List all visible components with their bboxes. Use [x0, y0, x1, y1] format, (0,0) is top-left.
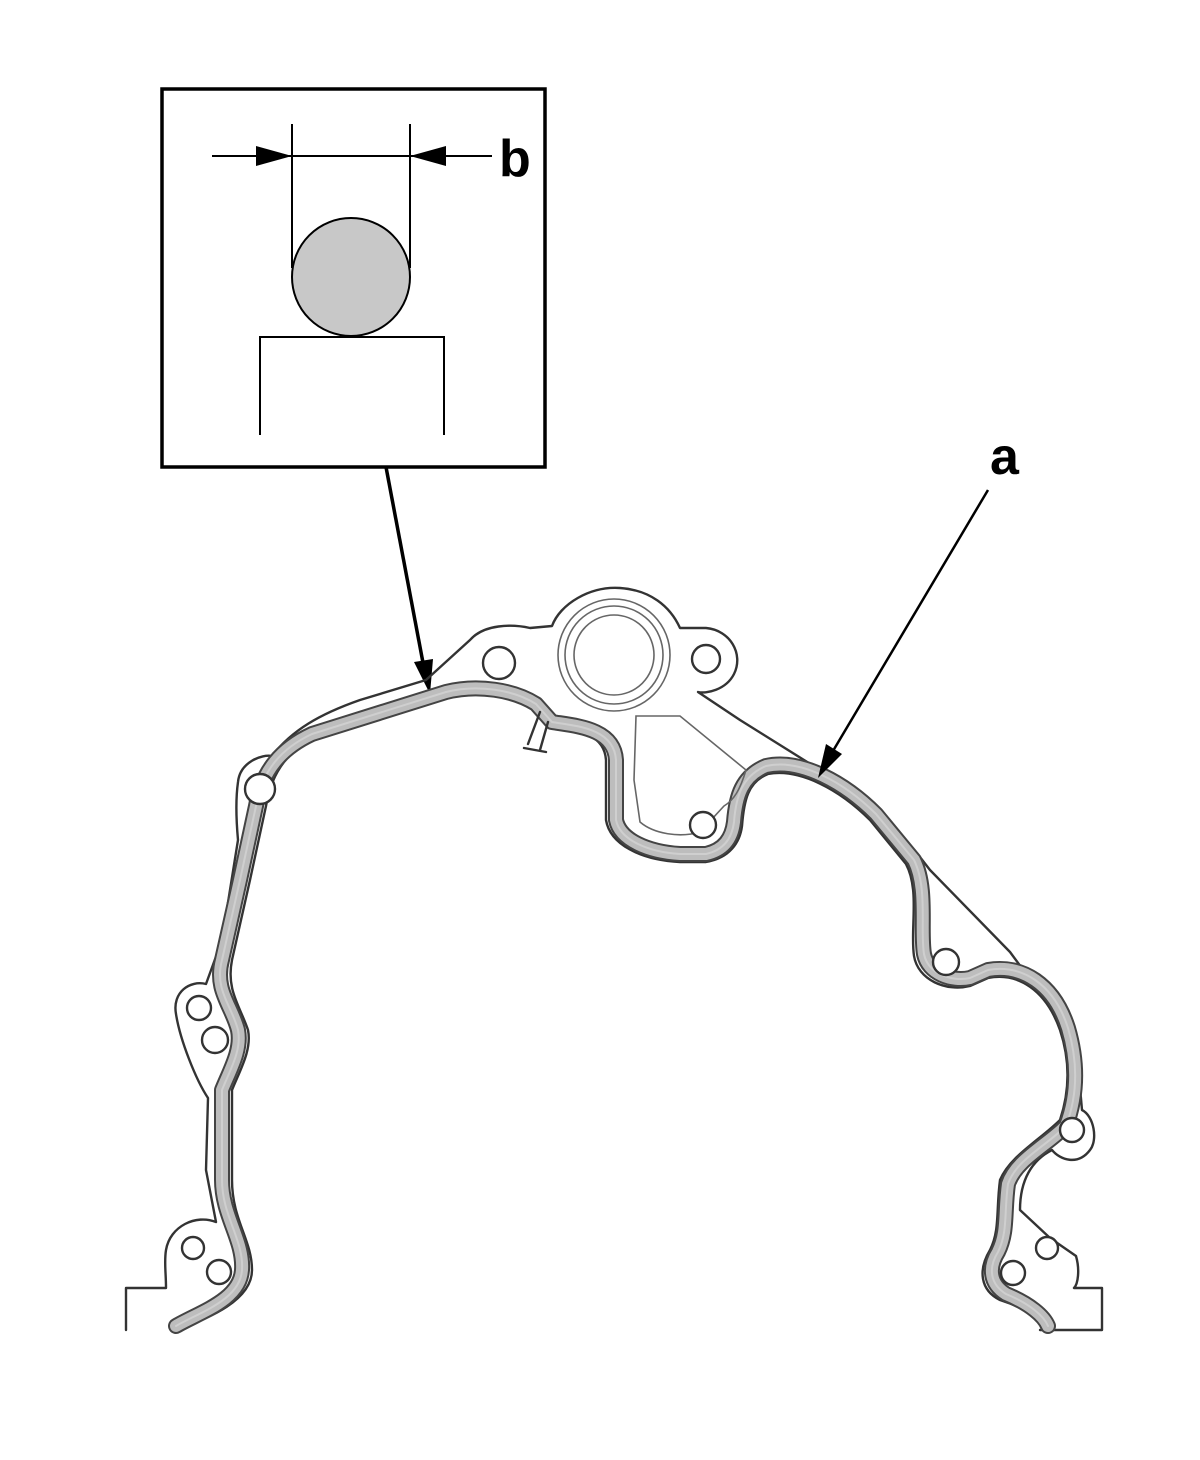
bolt-hole — [1034, 1235, 1060, 1261]
bolt-hole — [185, 994, 213, 1022]
pump-boss — [557, 598, 747, 836]
inset-leader — [384, 466, 433, 694]
sealant-bead — [170, 682, 1082, 1332]
dimension-b — [212, 146, 492, 166]
bead-stub — [522, 710, 550, 754]
bolt-hole — [200, 1025, 230, 1055]
label-b: b — [499, 130, 531, 188]
dimension-arrowhead-left — [256, 146, 292, 166]
bolt-hole — [690, 643, 722, 675]
bolt-hole — [243, 772, 277, 806]
callout-a: a — [818, 428, 1020, 778]
gasket-outline — [124, 586, 1104, 1332]
dimension-arrowhead-right — [410, 146, 446, 166]
flange-profile — [259, 336, 445, 435]
bolt-hole — [205, 1258, 233, 1286]
bead-cross-section — [291, 217, 411, 337]
inset-leader-arrowhead — [414, 659, 433, 694]
callout-a-arrowhead — [818, 744, 842, 778]
sealant-bead-center — [175, 687, 1077, 1327]
bolt-hole — [688, 810, 718, 840]
bolt-hole — [931, 947, 961, 977]
sealant-bead-border — [168, 680, 1084, 1334]
bolt-hole — [481, 645, 517, 681]
label-a: a — [990, 428, 1020, 486]
bolt-hole — [180, 1235, 206, 1261]
bolt-hole — [999, 1259, 1027, 1287]
detail-inset: b — [160, 87, 547, 469]
gasket — [124, 586, 1104, 1334]
bolt-hole — [1058, 1116, 1086, 1144]
